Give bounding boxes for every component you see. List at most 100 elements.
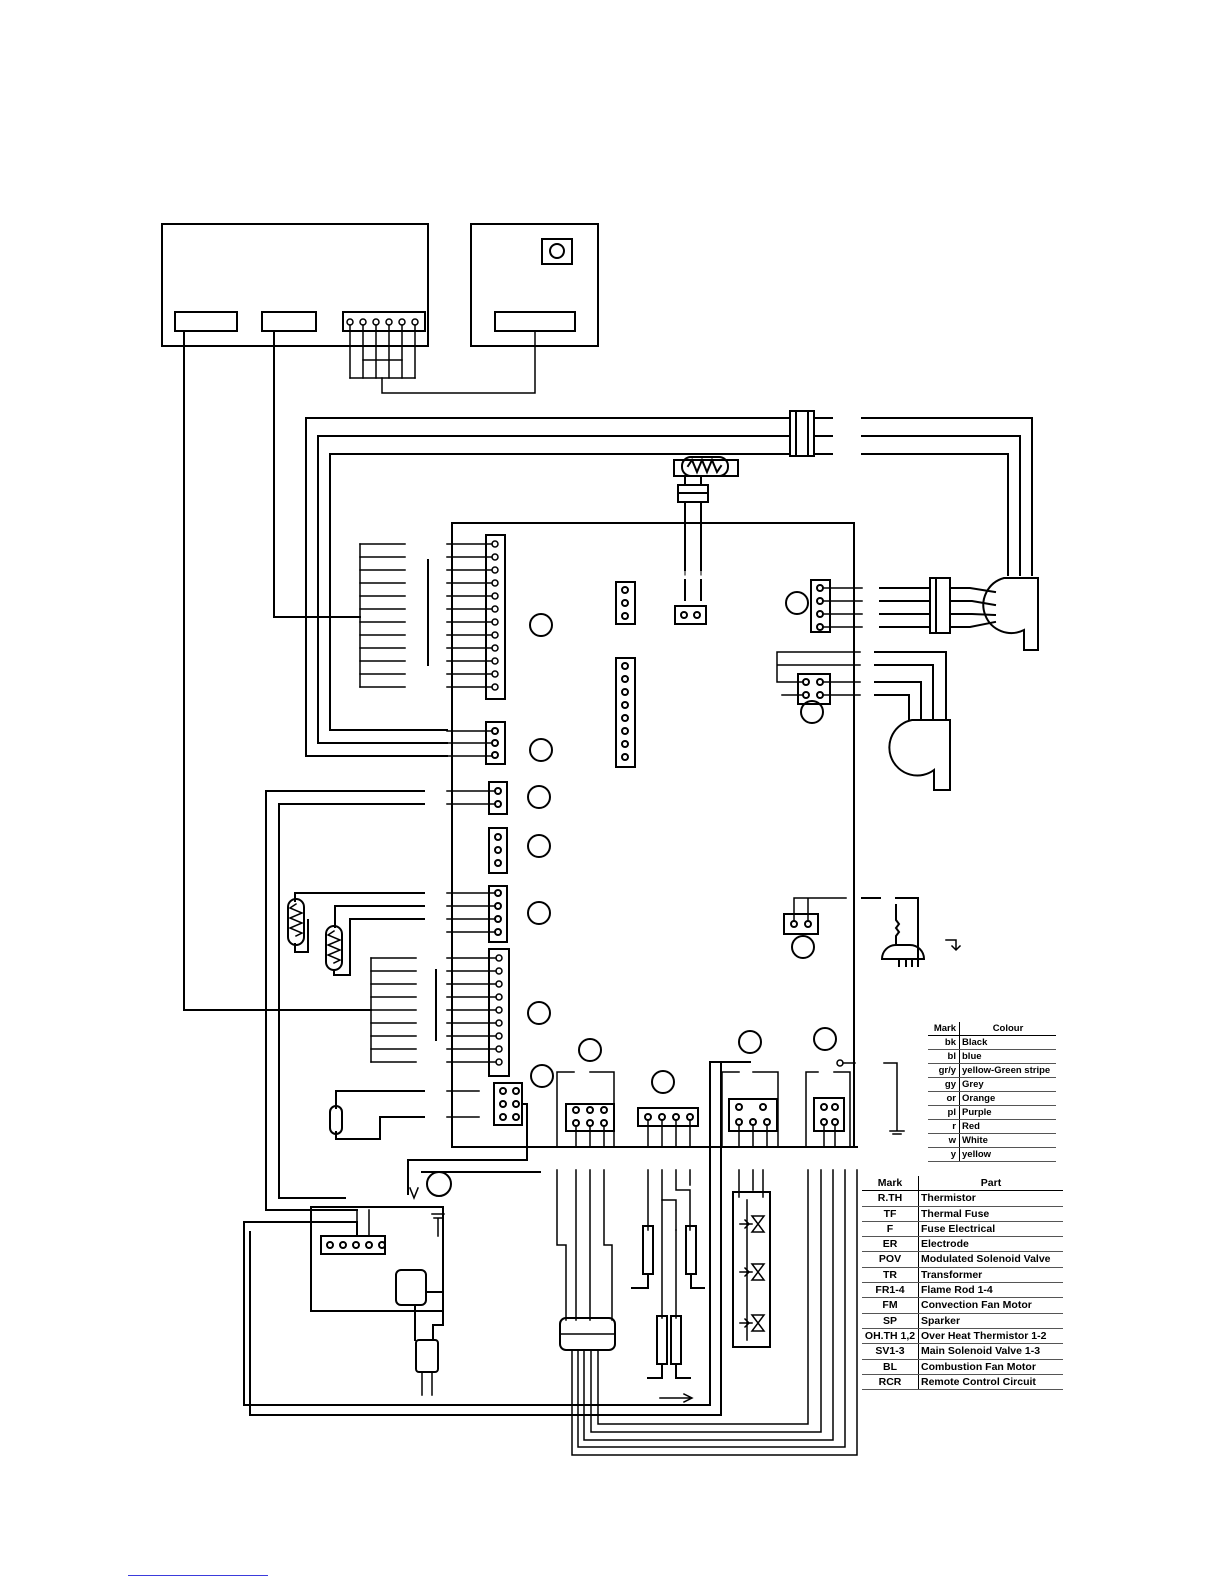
- transformer-wiring: [556, 1169, 858, 1456]
- convection-fan-motor: [982, 577, 1039, 651]
- colour-mark: pl: [928, 1105, 960, 1120]
- colour-legend-value-header: Colour: [959, 1022, 1056, 1036]
- part-mark: SP: [862, 1313, 919, 1329]
- combustion-fan-motor: [888, 719, 951, 791]
- part-legend-header: Mark Part: [862, 1176, 1063, 1192]
- fan-connector: [785, 577, 997, 634]
- part-mark: R.TH: [862, 1190, 919, 1207]
- part-name: Thermistor: [918, 1190, 1063, 1207]
- combustion-fan-connector: [776, 651, 947, 724]
- colour-value: Purple: [959, 1105, 1056, 1120]
- part-name: Thermal Fuse: [918, 1206, 1063, 1222]
- part-mark: FM: [862, 1297, 919, 1314]
- part-mark: OH.TH 1,2: [862, 1328, 919, 1345]
- part-mark: SV1-3: [862, 1343, 919, 1360]
- part-mark: ER: [862, 1236, 919, 1253]
- part-name: Main Solenoid Valve 1-3: [918, 1343, 1063, 1360]
- part-mark: TF: [862, 1206, 919, 1222]
- colour-value: White: [959, 1133, 1056, 1148]
- connector-left-1: [359, 534, 553, 700]
- part-name: Modulated Solenoid Valve: [918, 1251, 1063, 1268]
- part-name: Over Heat Thermistor 1-2: [918, 1328, 1063, 1345]
- colour-mark: w: [928, 1133, 960, 1148]
- part-mark: RCR: [862, 1374, 919, 1391]
- colour-mark: or: [928, 1091, 960, 1106]
- bottom-connector-4: [805, 1027, 905, 1148]
- part-mark: FR1-4: [862, 1282, 919, 1299]
- part-name: Fuse Electrical: [918, 1221, 1063, 1238]
- part-mark: BL: [862, 1359, 919, 1375]
- connector-left-4: [488, 827, 551, 874]
- connector-left-5: [287, 885, 551, 976]
- part-mark: POV: [862, 1251, 919, 1268]
- part-legend-mark-header: Mark: [862, 1176, 919, 1192]
- colour-value: yellow: [959, 1147, 1056, 1162]
- colour-legend-mark-header: Mark: [928, 1022, 960, 1036]
- colour-mark: r: [928, 1119, 960, 1134]
- part-name: Transformer: [918, 1267, 1063, 1284]
- connector-left-6: [370, 948, 551, 1077]
- colour-mark: bk: [928, 1035, 960, 1050]
- bottom-connector-2: [637, 1070, 699, 1148]
- part-mark: F: [862, 1221, 919, 1238]
- panel-wires: [183, 330, 372, 1011]
- colour-legend-header: Mark Colour: [928, 1022, 1056, 1036]
- colour-mark: gr/y: [928, 1063, 960, 1078]
- connector-left-2: [446, 721, 553, 765]
- colour-mark: gy: [928, 1077, 960, 1092]
- top-bus-wires: [305, 410, 1033, 757]
- top-thermistor: [673, 456, 739, 625]
- part-name: Combustion Fan Motor: [918, 1359, 1063, 1375]
- colour-value: blue: [959, 1049, 1056, 1064]
- solenoid-valves: [732, 1169, 771, 1348]
- colour-mark: y: [928, 1147, 960, 1162]
- remote-control-box: [470, 223, 599, 347]
- sparker-connector: [783, 897, 962, 967]
- main-pcb: [451, 522, 855, 1148]
- colour-value: Grey: [959, 1077, 1056, 1092]
- remote-control-circuit: [249, 1061, 751, 1416]
- part-name: Convection Fan Motor: [918, 1297, 1063, 1314]
- bottom-connector-3: [243, 1030, 779, 1406]
- bottom-connector-1: [556, 1038, 615, 1148]
- part-name: Flame Rod 1-4: [918, 1282, 1063, 1299]
- colour-value: yellow-Green stripe: [959, 1063, 1056, 1078]
- inner-connectors: [615, 581, 636, 768]
- flame-rod-wiring: [631, 1169, 705, 1404]
- footer-link-underline[interactable]: [128, 1575, 268, 1576]
- connector-left-7: [329, 1064, 554, 1201]
- part-name: Electrode: [918, 1236, 1063, 1253]
- colour-value: Orange: [959, 1091, 1056, 1106]
- part-name: Sparker: [918, 1313, 1063, 1329]
- colour-value: Black: [959, 1035, 1056, 1050]
- part-name: Remote Control Circuit: [918, 1374, 1063, 1391]
- colour-mark: bl: [928, 1049, 960, 1064]
- control-panel-box: [161, 223, 536, 394]
- part-legend-value-header: Part: [918, 1176, 1063, 1192]
- colour-value: Red: [959, 1119, 1056, 1134]
